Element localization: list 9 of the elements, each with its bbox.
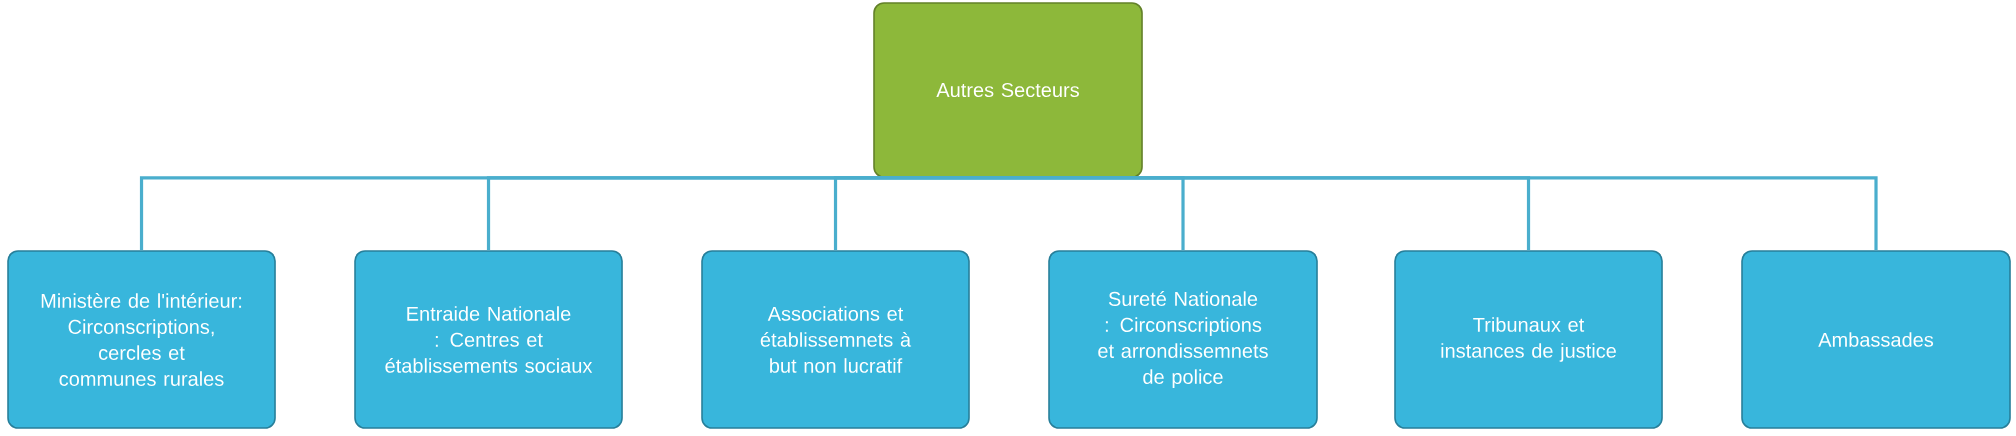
connector-line — [833, 176, 1008, 251]
category-box: Sureté Nationale : Circonscriptions et arrondissemnets de police — [1048, 250, 1318, 429]
connector-line — [1008, 176, 1878, 251]
category-box: Ministère de l'intérieur: Circonscriptions, cercles et communes rurales — [7, 250, 276, 429]
category-box: Entraide Nationale : Centres et établissements sociaux — [354, 250, 623, 429]
category-box: Associations et établissemnets à but non lucratif — [701, 250, 970, 429]
category-box: Tribunaux et instances de justice — [1394, 250, 1663, 429]
sector-box: Autres Secteurs — [873, 2, 1143, 178]
category-box: Ambassades — [1741, 250, 2011, 429]
